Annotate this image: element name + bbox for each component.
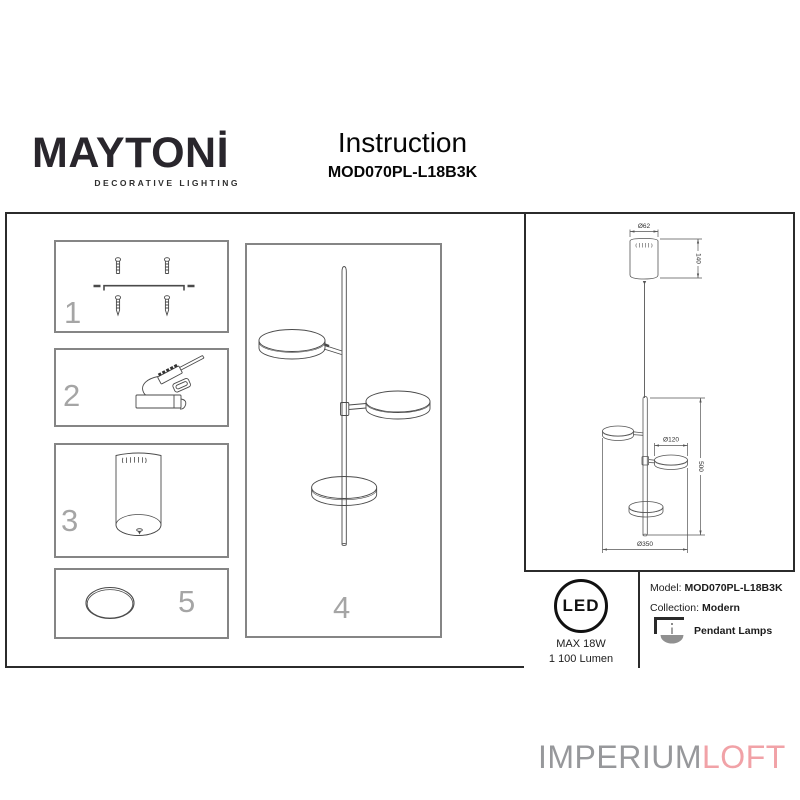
imperiumloft-watermark: IMPERIUMLOFT bbox=[538, 739, 786, 776]
step3-box bbox=[54, 443, 229, 558]
brand-name: MAYTONİ bbox=[32, 129, 230, 177]
upper-shade-icon bbox=[258, 329, 343, 360]
step2-box bbox=[54, 348, 229, 427]
panel-divider bbox=[524, 212, 526, 668]
step4-assembly-diagram bbox=[258, 266, 431, 546]
watermark-primary: IMPERIUM bbox=[538, 739, 702, 775]
category-label: Pendant Lamps bbox=[694, 625, 773, 637]
step3-number: 3 bbox=[61, 503, 79, 538]
model-label: Model: bbox=[650, 582, 682, 594]
step4-number: 4 bbox=[333, 590, 351, 625]
model-value: MOD070PL-L18B3K bbox=[684, 582, 783, 594]
center-rod-icon bbox=[341, 266, 347, 546]
brand-tagline: DECORATIVE LIGHTING bbox=[94, 178, 240, 189]
collection-value: Modern bbox=[702, 602, 740, 614]
anchor-screws-icon bbox=[114, 257, 171, 274]
bracket-plate-icon bbox=[172, 378, 191, 393]
canopy bbox=[629, 238, 659, 284]
step3-canopy-diagram bbox=[115, 452, 162, 536]
dim-canopy-height: 140 bbox=[695, 253, 702, 264]
dimension-drawing: Ø62 140 Ø120 500 Ø350 bbox=[602, 223, 706, 553]
lamp-shade-icon bbox=[85, 586, 135, 620]
step4-box bbox=[245, 243, 442, 638]
middle-shade bbox=[641, 454, 688, 470]
mounting-bracket-icon bbox=[93, 284, 195, 291]
title-block: Instruction MOD070PL-L18B3K bbox=[285, 127, 520, 182]
step5-box bbox=[54, 568, 229, 639]
dim-shade-diameter: Ø120 bbox=[663, 437, 679, 444]
middle-shade-icon bbox=[340, 390, 431, 420]
pendant-lamp-icon bbox=[654, 617, 684, 644]
rod bbox=[642, 396, 648, 537]
led-badge-icon: LED bbox=[554, 579, 608, 633]
brand-logo: MAYTONİ DECORATIVE LIGHTING bbox=[32, 129, 240, 189]
max-power: MAX 18W bbox=[556, 638, 606, 650]
terminal-block-icon bbox=[157, 363, 183, 385]
collection-label: Collection: bbox=[650, 602, 700, 614]
dim-fixture-height: 500 bbox=[697, 461, 704, 472]
dim-text-backing bbox=[695, 458, 706, 475]
step1-number: 1 bbox=[64, 295, 82, 330]
watermark-accent: LOFT bbox=[702, 739, 786, 775]
driver-box-icon bbox=[135, 376, 187, 410]
step1-box bbox=[54, 240, 229, 333]
step5-shade-diagram bbox=[85, 586, 135, 620]
canopy-cylinder-icon bbox=[115, 452, 162, 536]
pendant-lamp-drawing bbox=[602, 238, 688, 537]
spec-model-line: Model:MOD070PL-L18B3K bbox=[650, 582, 783, 594]
spec-collection-line: Collection:Modern bbox=[650, 602, 740, 614]
canopy-screw-icon bbox=[136, 528, 143, 535]
lower-shade-icon bbox=[311, 476, 378, 506]
led-cell: LED MAX 18W 1 100 Lumen bbox=[524, 572, 638, 668]
step1-mounting-diagram bbox=[93, 257, 195, 317]
spec-box: LED MAX 18W 1 100 Lumen Model:MOD070PL-L… bbox=[524, 570, 795, 668]
step2-number: 2 bbox=[63, 378, 81, 413]
step5-number: 5 bbox=[178, 584, 196, 619]
screws-icon bbox=[114, 295, 171, 317]
model-number: MOD070PL-L18B3K bbox=[327, 164, 478, 181]
step2-wiring-diagram bbox=[135, 355, 205, 410]
lower-shade bbox=[628, 501, 664, 518]
spec-divider bbox=[638, 572, 640, 668]
upper-shade bbox=[602, 425, 644, 441]
luminous-flux: 1 100 Lumen bbox=[548, 653, 614, 665]
led-label: LED bbox=[562, 596, 600, 615]
dimension-lines bbox=[602, 229, 705, 553]
dimension-panel: Ø62 140 Ø120 500 Ø350 bbox=[524, 212, 795, 568]
dim-canopy-diameter: Ø62 bbox=[638, 223, 651, 230]
document-title: Instruction bbox=[337, 127, 468, 158]
dim-overall-diameter: Ø350 bbox=[637, 541, 653, 548]
dim-text-backing bbox=[692, 251, 704, 266]
